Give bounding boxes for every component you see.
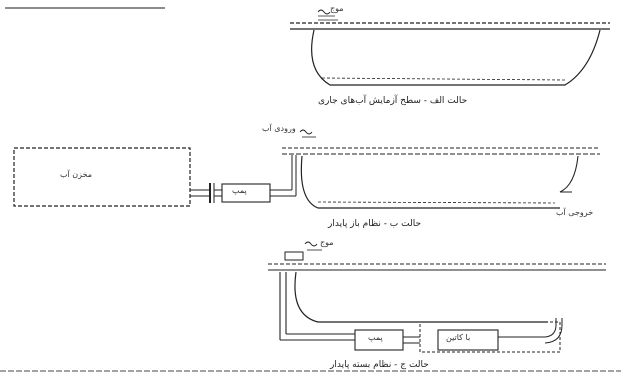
- source-tank-label: مخزن آب: [60, 170, 93, 179]
- pump-b-box: [221, 183, 271, 203]
- system-a-tank: [290, 9, 610, 86]
- wave-a-label: موج: [330, 4, 344, 13]
- system-b-tank: [282, 129, 600, 209]
- inlet-b-label: ورودی آب: [262, 124, 296, 133]
- wave-symbol-a: [317, 9, 331, 15]
- wave-symbol-c: [304, 241, 318, 247]
- filter-c-box: [437, 329, 499, 351]
- pump-c-label: پمپ: [368, 333, 383, 342]
- system-c-tank: [268, 241, 606, 323]
- wave-symbol-b: [299, 129, 313, 135]
- system-b-source-tank: [13, 147, 191, 207]
- pump-c-box: [354, 329, 404, 351]
- wave-c-label: موج: [320, 238, 334, 247]
- caption-c: حالت ج - نظام بسته پایدار: [330, 360, 429, 370]
- caption-a: حالت الف - سطح آزمایش آب‌های جاری: [318, 96, 468, 106]
- outlet-b-label: خروجی آب: [556, 208, 594, 217]
- pump-b-label: پمپ: [232, 186, 247, 195]
- caption-b: حالت ب - نظام باز پایدار: [328, 219, 422, 229]
- system-b-piping: [190, 155, 297, 203]
- filter-c-label: با کاتین: [446, 333, 471, 342]
- system-c-recirculation-loop: [279, 272, 563, 353]
- outlet-pipe-b: [559, 155, 579, 193]
